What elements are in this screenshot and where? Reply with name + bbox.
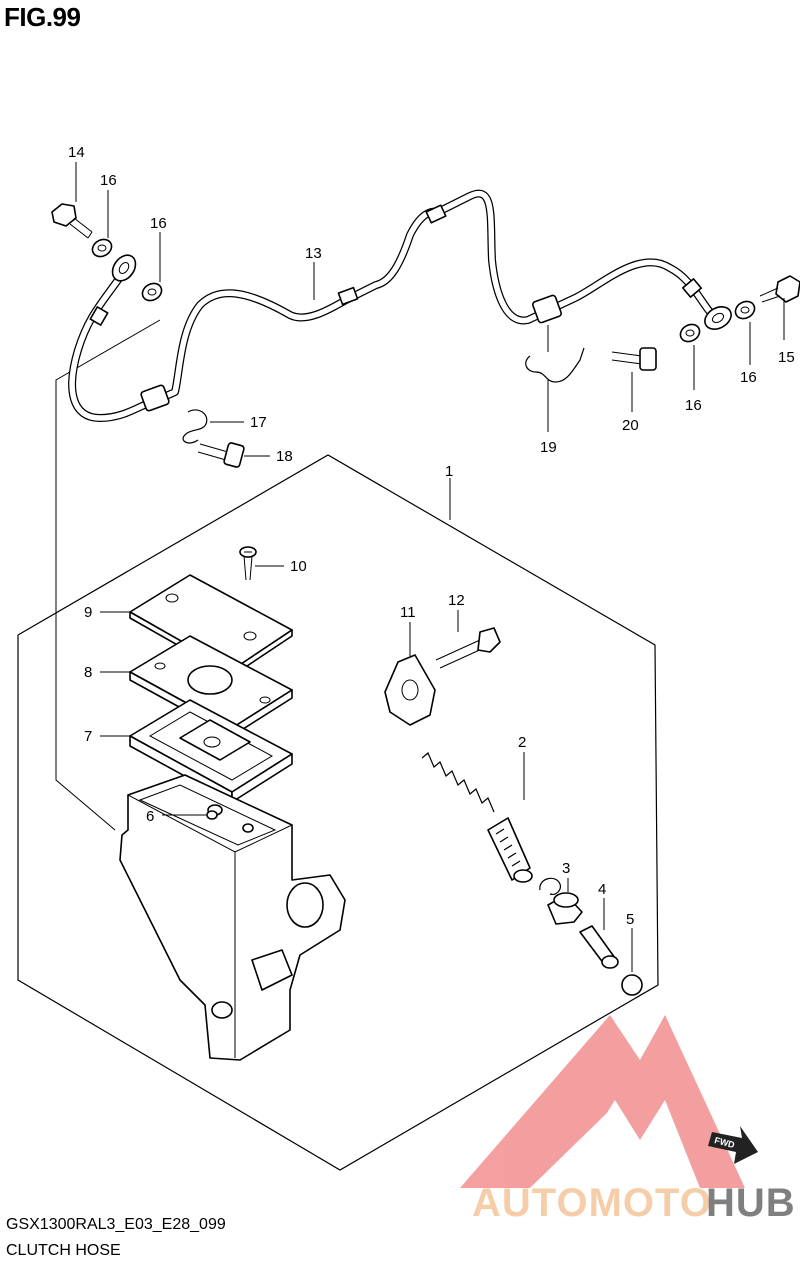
callout-20: 20 — [622, 417, 639, 434]
circlip-3 — [539, 877, 561, 895]
watermark-text-secondary: HUB — [706, 1181, 796, 1225]
callout-16-d: 16 — [685, 397, 702, 414]
callout-7: 7 — [84, 728, 92, 745]
callout-9: 9 — [84, 604, 92, 621]
callout-18: 18 — [276, 448, 293, 465]
union-bolt-15 — [759, 275, 800, 303]
bolt-20 — [611, 347, 657, 371]
callout-16-c: 16 — [740, 369, 757, 386]
callout-1: 1 — [445, 463, 453, 480]
callout-13: 13 — [305, 245, 322, 262]
clamp-19 — [525, 347, 585, 383]
callout-16-b: 16 — [150, 215, 167, 232]
ball-5 — [621, 974, 643, 996]
pushrod — [579, 925, 619, 969]
callout-2: 2 — [518, 734, 526, 751]
bracket-11 — [384, 654, 436, 726]
plate-8 — [129, 635, 293, 737]
boot-4 — [547, 892, 583, 925]
watermark-text: AUTOMOTO HUB — [472, 1181, 796, 1225]
figure-title: FIG.99 — [4, 2, 81, 32]
screw-6 — [206, 810, 218, 820]
union-bolt-14 — [51, 203, 93, 239]
screw-10 — [239, 546, 257, 581]
bolt-18 — [197, 442, 245, 468]
callout-6: 6 — [146, 808, 154, 825]
callout-19: 19 — [540, 439, 557, 456]
callout-10: 10 — [290, 558, 307, 575]
model-code: GSX1300RAL3_E03_E28_099 — [6, 1216, 226, 1233]
watermark-text-primary: AUTOMOTO — [472, 1181, 712, 1225]
callout-11: 11 — [400, 604, 416, 621]
bolt-12 — [435, 627, 501, 669]
clamp-17 — [182, 409, 208, 444]
callout-8: 8 — [84, 664, 92, 681]
assembly-1-outline — [17, 454, 659, 1171]
section-name: CLUTCH HOSE — [6, 1242, 121, 1259]
fwd-arrow-badge: FWD — [708, 1126, 758, 1164]
callout-3: 3 — [562, 860, 570, 877]
callout-15: 15 — [778, 349, 795, 366]
leader-lines — [75, 162, 785, 972]
clutch-hose — [68, 189, 732, 422]
callout-4: 4 — [598, 881, 606, 898]
callout-5: 5 — [626, 911, 634, 928]
piston-spring-2 — [421, 752, 533, 883]
callout-12: 12 — [448, 592, 465, 609]
hose-leader-line — [55, 319, 161, 831]
callout-14: 14 — [68, 144, 85, 161]
watermark-logo — [460, 1015, 745, 1188]
callout-labels: 14 16 16 13 15 16 16 20 19 17 18 1 10 9 … — [68, 144, 795, 928]
callout-16-a: 16 — [100, 172, 117, 189]
callout-17: 17 — [250, 414, 267, 431]
gaskets-16 — [91, 238, 756, 343]
